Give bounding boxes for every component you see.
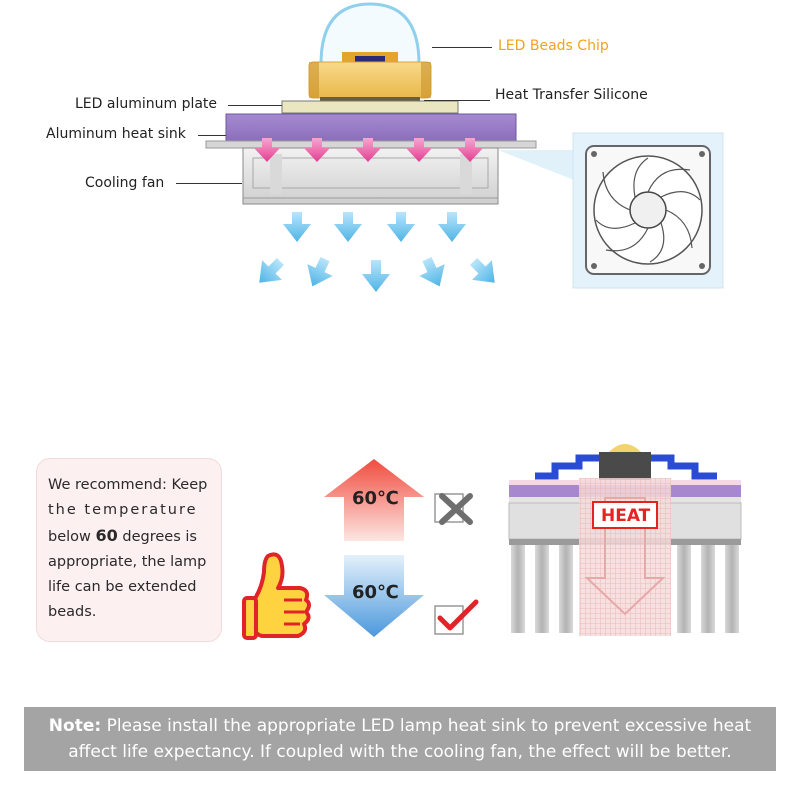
- led-beads-chip: [308, 2, 432, 99]
- leader-heat-transfer: [424, 100, 490, 101]
- rec-temperature-value: 60: [95, 526, 118, 545]
- fan-inset-pointer: [498, 150, 574, 180]
- rec-below: below: [48, 529, 91, 545]
- recommendation-card: We recommend: Keep the temperature below…: [36, 458, 222, 642]
- heat-label: HEAT: [601, 506, 651, 526]
- rec-line-4: appropriate, the lamp: [48, 554, 207, 570]
- heat-transfer-silicone: [320, 97, 420, 102]
- fan-inset: [572, 132, 724, 289]
- rec-line-5: life can be extended: [48, 579, 197, 595]
- airflow-arrows: [259, 212, 495, 292]
- note-text-1: Please install the appropriate LED lamp …: [106, 716, 752, 736]
- temp-low-label: 60℃: [352, 582, 399, 603]
- cross-mark-icon: [434, 493, 473, 525]
- temperature-arrows: [324, 459, 424, 637]
- rec-line-6: beads.: [48, 604, 97, 620]
- thumbs-up-icon: [242, 552, 311, 640]
- temp-high-label: 60℃: [352, 488, 399, 509]
- leader-cooling-fan: [176, 183, 242, 184]
- hot-arrow: [324, 459, 424, 541]
- leader-heat-sink: [198, 135, 226, 136]
- label-led-aluminum-plate: LED aluminum plate: [75, 96, 218, 112]
- note-line-1: Note: Please install the appropriate LED…: [24, 713, 776, 739]
- check-mark-icon: [434, 599, 479, 635]
- note-line-2: affect life expectancy. If coupled with …: [68, 742, 732, 762]
- note-key: Note:: [48, 716, 102, 736]
- led-aluminum-plate: [281, 100, 459, 114]
- note-bar: Note: Please install the appropriate LED…: [24, 707, 776, 771]
- led-exploded-diagram: [205, 2, 724, 292]
- leader-led-chip: [432, 47, 492, 48]
- rec-line-1: We recommend: Keep: [48, 477, 208, 493]
- rec-line-3: below 60 degrees is: [48, 523, 213, 550]
- rec-degrees: degrees is: [122, 529, 197, 545]
- rec-line-2: the temperature: [48, 502, 198, 518]
- label-cooling-fan: Cooling fan: [85, 175, 165, 191]
- label-aluminum-heat-sink: Aluminum heat sink: [46, 126, 186, 142]
- cool-arrow: [324, 555, 424, 637]
- heat-cross-section-diagram: [508, 444, 742, 636]
- heat-flow-arrows: [254, 138, 483, 162]
- leader-aluminum-plate: [228, 105, 282, 106]
- label-heat-transfer-silicone: Heat Transfer Silicone: [495, 87, 648, 103]
- label-led-beads-chip: LED Beads Chip: [498, 38, 609, 54]
